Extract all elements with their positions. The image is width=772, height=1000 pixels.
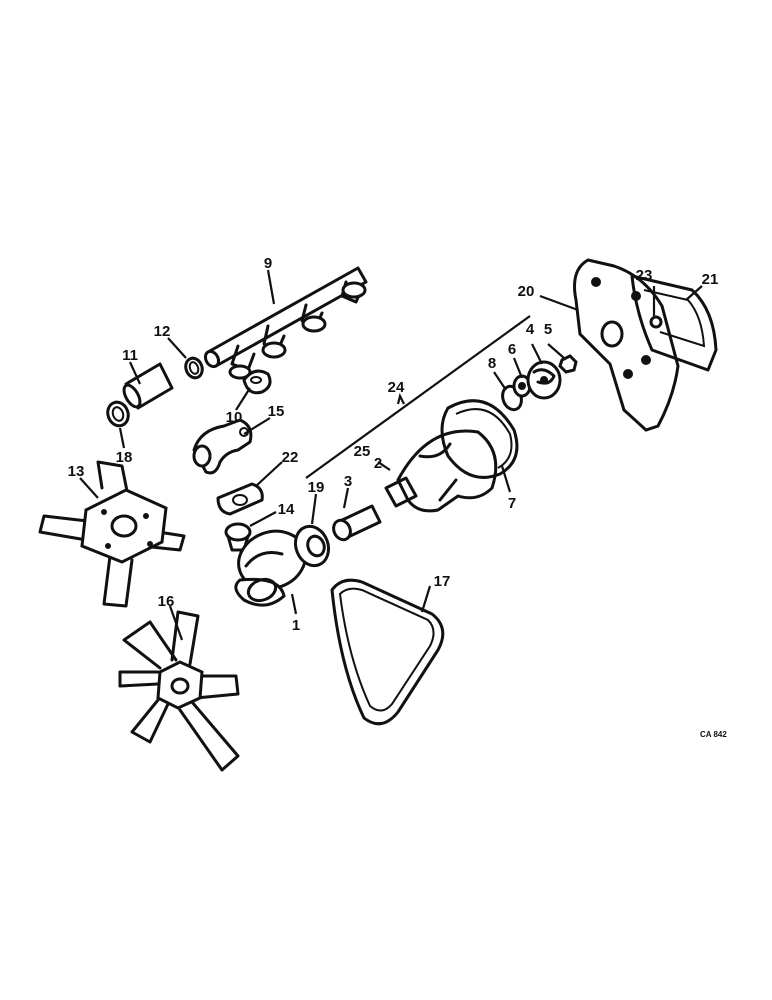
part-22-gasket — [216, 482, 264, 516]
part-19-hub — [293, 524, 331, 568]
label-8: 8 — [488, 355, 496, 372]
part-18-clamp — [106, 400, 130, 428]
part-3-shaft — [332, 504, 382, 542]
part-labels: 9 12 11 18 10 15 22 14 13 16 1 19 3 25 2… — [68, 255, 719, 634]
label-13: 13 — [68, 463, 85, 480]
label-23: 23 — [636, 267, 653, 284]
part-4-impeller — [526, 360, 562, 400]
label-17: 17 — [434, 573, 451, 590]
label-18: 18 — [116, 449, 133, 466]
part-12-clamp — [184, 356, 204, 380]
part-23-bolt — [649, 315, 663, 329]
label-2: 2 — [374, 455, 382, 472]
part-20-front-cover — [573, 258, 680, 432]
label-21: 21 — [702, 271, 719, 288]
part-2-pump-body — [384, 429, 498, 513]
part-10-gasket — [242, 369, 272, 395]
part-9-water-manifold — [203, 266, 368, 380]
label-24: 24 — [388, 379, 405, 396]
label-25: 25 — [354, 443, 371, 460]
label-10: 10 — [226, 409, 243, 426]
part-21-gasket — [630, 274, 718, 372]
label-11: 11 — [122, 347, 138, 364]
label-6: 6 — [508, 341, 516, 358]
label-5: 5 — [544, 321, 552, 338]
label-7: 7 — [508, 495, 516, 512]
part-13-fan-4-blade — [38, 460, 186, 608]
part-15-elbow-housing — [192, 418, 253, 475]
part-11-hose — [122, 362, 174, 410]
part-5-nut — [558, 354, 578, 374]
label-22: 22 — [282, 449, 299, 466]
label-12: 12 — [154, 323, 171, 340]
part-7-gasket — [440, 399, 519, 479]
label-15: 15 — [268, 403, 285, 420]
label-14: 14 — [278, 501, 295, 518]
label-3: 3 — [344, 473, 352, 490]
label-9: 9 — [264, 255, 272, 272]
label-1: 1 — [292, 617, 300, 634]
label-20: 20 — [518, 283, 535, 300]
label-19: 19 — [308, 479, 325, 496]
part-17-v-belt — [330, 578, 445, 726]
leader-lines — [79, 269, 703, 641]
label-16: 16 — [158, 593, 175, 610]
part-14-thermostat — [224, 522, 252, 552]
part-16-fan-6-blade — [118, 610, 240, 772]
label-4: 4 — [526, 321, 535, 338]
drawing-code: CA 842 — [700, 730, 727, 739]
